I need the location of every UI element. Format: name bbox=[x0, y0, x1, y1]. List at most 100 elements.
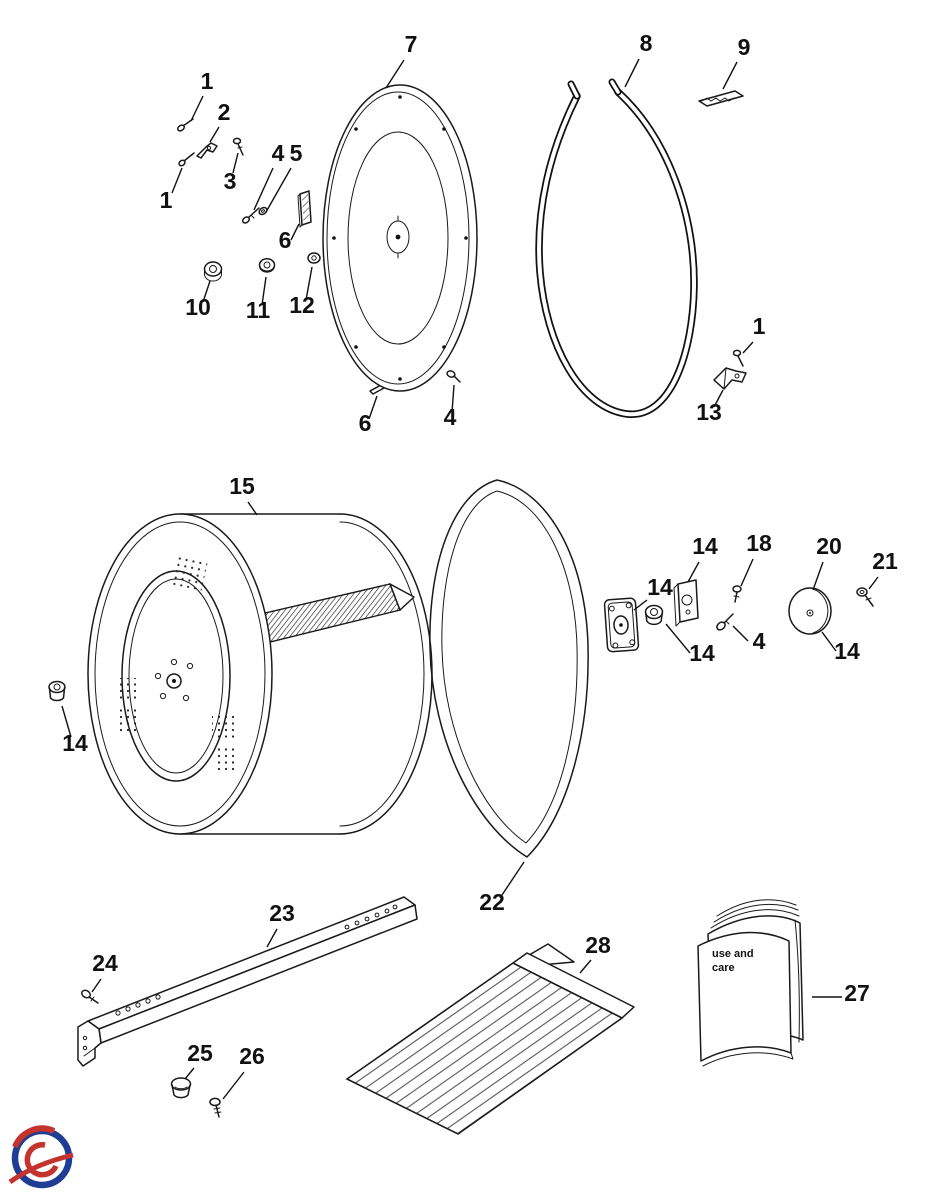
part-screw-1-right bbox=[732, 349, 744, 367]
leader-line-1 bbox=[171, 167, 183, 194]
callout-7: 7 bbox=[405, 31, 418, 57]
callout-18: 18 bbox=[746, 530, 772, 556]
callout-5: 5 bbox=[290, 140, 303, 166]
callout-1: 1 bbox=[753, 313, 766, 339]
part-screw-21 bbox=[856, 587, 874, 607]
callout-6: 6 bbox=[279, 227, 292, 253]
callout-1: 1 bbox=[201, 68, 214, 94]
leader-line-1 bbox=[190, 95, 204, 122]
perforation-cluster bbox=[118, 708, 138, 732]
leader-line-14 bbox=[61, 705, 72, 738]
leader-line-28 bbox=[579, 959, 592, 974]
part-washer-11 bbox=[258, 258, 276, 273]
callout-21: 21 bbox=[872, 548, 898, 574]
callout-9: 9 bbox=[738, 34, 751, 60]
callout-27: 27 bbox=[844, 980, 870, 1006]
part-screw-4-rim bbox=[446, 370, 461, 383]
leader-line-12 bbox=[305, 266, 313, 301]
leader-line-25 bbox=[184, 1067, 195, 1080]
callout-14: 14 bbox=[62, 730, 88, 756]
callout-22: 22 bbox=[479, 889, 505, 915]
callout-26: 26 bbox=[239, 1043, 265, 1069]
leader-line-14 bbox=[687, 561, 700, 583]
part-bearing-cover-20 bbox=[788, 587, 832, 635]
part-foot-25 bbox=[170, 1077, 192, 1099]
part-screw-1-top bbox=[177, 118, 194, 132]
part-support-channel-23 bbox=[77, 896, 418, 1067]
part-screw-4-right bbox=[716, 613, 734, 631]
part-clip-2 bbox=[196, 142, 218, 159]
part-screw-26 bbox=[209, 1097, 222, 1118]
part-washer-5 bbox=[258, 206, 268, 216]
part-screw-4-upper bbox=[241, 207, 260, 224]
callout-12: 12 bbox=[289, 292, 315, 318]
leader-line-5 bbox=[265, 167, 292, 213]
leader-line-4 bbox=[732, 625, 749, 642]
perforation-cluster bbox=[172, 555, 208, 591]
part-bracket-13 bbox=[713, 367, 747, 390]
callout-4: 4 bbox=[272, 140, 285, 166]
callout-20: 20 bbox=[816, 533, 842, 559]
part-booklet-27: use and care bbox=[697, 899, 804, 1067]
part-heat-shield-28 bbox=[345, 943, 635, 1135]
leader-line-4 bbox=[253, 167, 274, 211]
part-nut-10 bbox=[203, 261, 223, 282]
leader-line-14 bbox=[821, 631, 837, 652]
leader-line-14 bbox=[633, 599, 648, 611]
leader-line-7 bbox=[385, 59, 405, 89]
callout-14: 14 bbox=[692, 533, 718, 559]
part-screw-3 bbox=[232, 137, 244, 156]
callout-6: 6 bbox=[359, 410, 372, 436]
callout-10: 10 bbox=[185, 294, 211, 320]
part-washer-12 bbox=[307, 252, 321, 264]
callout-11: 11 bbox=[246, 297, 271, 323]
leader-line-24 bbox=[91, 978, 102, 993]
leader-line-13 bbox=[713, 389, 724, 408]
logo-swoosh bbox=[8, 1152, 74, 1185]
logo-arc-top bbox=[12, 1125, 56, 1149]
leader-line-23 bbox=[266, 928, 278, 948]
part-bushing-14-left bbox=[48, 680, 66, 702]
callout-23: 23 bbox=[269, 900, 295, 926]
leader-line-2 bbox=[209, 126, 220, 143]
part-plate-6-upper bbox=[297, 190, 312, 228]
callout-2: 2 bbox=[218, 99, 231, 125]
part-nut-14-lower bbox=[644, 604, 664, 626]
part-screw-24 bbox=[80, 989, 99, 1004]
leader-line-4 bbox=[451, 384, 455, 413]
leader-line-14 bbox=[665, 623, 691, 654]
brand-logo bbox=[8, 1125, 74, 1189]
leader-line-11 bbox=[261, 276, 267, 306]
leader-line-15 bbox=[247, 501, 258, 516]
callout-14: 14 bbox=[647, 574, 673, 600]
part-bearing-plate-14 bbox=[603, 597, 640, 653]
callout-4: 4 bbox=[753, 628, 766, 654]
leader-line-3 bbox=[232, 152, 239, 174]
callout-8: 8 bbox=[640, 30, 653, 56]
part-front-bulkhead-7 bbox=[322, 84, 478, 392]
callout-15: 15 bbox=[229, 473, 255, 499]
part-screw-1-left bbox=[178, 152, 195, 167]
leader-line-6 bbox=[368, 395, 378, 420]
part-drum-seal-8 bbox=[535, 78, 698, 418]
leader-line-6 bbox=[290, 223, 300, 241]
callout-25: 25 bbox=[187, 1040, 213, 1066]
callout-1: 1 bbox=[160, 187, 173, 213]
leader-line-26 bbox=[222, 1071, 245, 1100]
perforation-cluster bbox=[216, 744, 238, 770]
booklet-text-line1: use and bbox=[712, 948, 754, 960]
perforation-cluster bbox=[212, 712, 234, 738]
lint-screen-band bbox=[251, 583, 401, 645]
part-clip-9 bbox=[698, 90, 744, 107]
leader-line-22 bbox=[499, 861, 525, 899]
callout-28: 28 bbox=[585, 932, 611, 958]
callout-24: 24 bbox=[92, 950, 118, 976]
leader-line-1 bbox=[742, 341, 754, 354]
callout-4: 4 bbox=[444, 404, 457, 430]
leader-line-9 bbox=[722, 61, 738, 90]
callout-3: 3 bbox=[224, 168, 237, 194]
leader-line-18 bbox=[740, 558, 754, 587]
